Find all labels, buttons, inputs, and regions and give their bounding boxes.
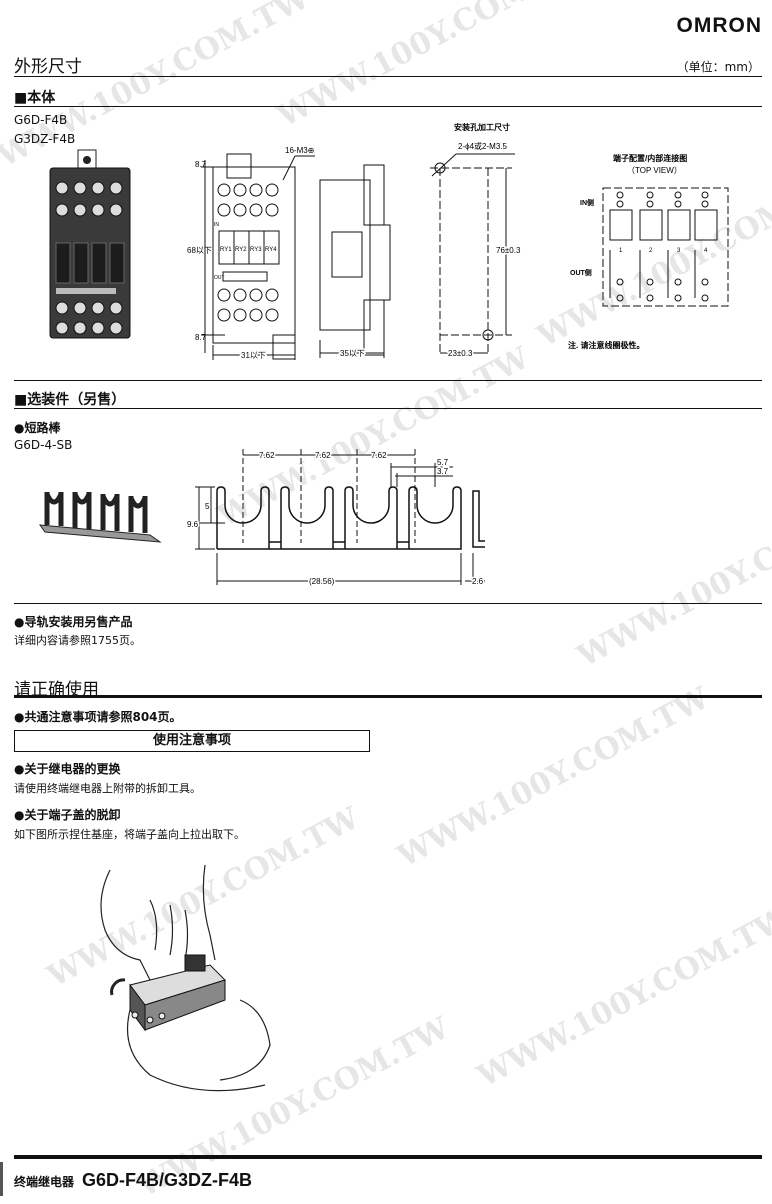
dim-height: 68以下	[187, 246, 212, 255]
short-bar-photo	[38, 492, 162, 543]
divider	[14, 408, 762, 409]
dim-outer-width: 5.7	[437, 458, 449, 467]
usage-item-title: ●关于端子盖的脱卸	[14, 808, 121, 822]
watermark: WWW.100Y.COM.TW	[572, 480, 772, 675]
rail-text: 详细内容请参照1755页。	[14, 634, 141, 647]
option-item-title: ●短路棒	[14, 421, 61, 435]
model-name: G3DZ-F4B	[14, 132, 76, 146]
hole-spec: 2-ϕ4或2-M3.5	[458, 141, 507, 151]
dim-depth: 35以下	[340, 349, 365, 358]
dim-width: 31以下	[241, 351, 266, 360]
in-label: IN	[214, 222, 219, 228]
dim-inner-width: 3.7	[437, 467, 449, 476]
relay-label: RY2	[235, 247, 247, 253]
divider	[14, 603, 762, 604]
model-name: G6D-F4B	[14, 113, 68, 127]
model-list: G6D-F4B G3DZ-F4B	[14, 111, 75, 149]
omron-logo: OMRON	[676, 14, 762, 37]
wiring-subtitle: （TOP VIEW）	[627, 166, 682, 175]
dim-pitch: 7.62	[259, 451, 275, 460]
short-bar-drawing: 7.62 7.62 7.62 5.7 3.7 5 9.6 (28.56) 2.6	[186, 449, 485, 588]
dim-pitch: 76±0.3	[496, 246, 521, 255]
dim-pitch: 7.62	[371, 451, 387, 460]
dim-bottom: 8.7	[195, 333, 207, 342]
out-side-label: OUT侧	[570, 268, 592, 277]
divider-thick	[14, 695, 762, 698]
dim-height: 9.6	[187, 520, 199, 529]
channel-number: 1	[619, 248, 623, 254]
channel-number: 4	[704, 248, 708, 254]
channel-number: 3	[677, 248, 681, 254]
usage-item-text: 请使用终端继电器上附带的拆卸工具。	[14, 782, 201, 795]
option-item-model: G6D-4-SB	[14, 438, 73, 452]
usage-item-title: ●关于继电器的更换	[14, 762, 121, 776]
side-view-drawing: 35以下	[319, 164, 391, 360]
dim-pitch: 7.62	[315, 451, 331, 460]
divider	[14, 106, 762, 107]
watermark: WWW.100Y.COM.TW	[472, 900, 772, 1095]
dim-slot-depth: 5	[205, 502, 210, 511]
section-heading-body: ■本体	[14, 90, 56, 106]
section-heading-options: ■选装件（另售）	[14, 392, 126, 408]
cover-removal-illustration	[100, 864, 271, 1092]
footer-rule	[14, 1155, 762, 1159]
wiring-note: 注. 请注意线圈极性。	[568, 340, 644, 350]
footer: 终端继电器 G6D-F4B/G3DZ-F4B	[14, 1170, 252, 1191]
precautions-box: 使用注意事项	[14, 730, 370, 752]
product-photo	[49, 149, 131, 339]
common-notice: ●共通注意事项请参照804页。	[14, 710, 182, 724]
dim-length: (28.56)	[309, 577, 335, 586]
dim-top: 8.7	[195, 160, 207, 169]
divider	[14, 380, 762, 381]
footer-model: G6D-F4B/G3DZ-F4B	[82, 1170, 253, 1190]
watermark: WWW.100Y.COM.TW	[272, 0, 596, 135]
footer-edge-mark	[0, 1162, 3, 1196]
channel-number: 2	[649, 248, 653, 254]
footer-category: 终端继电器	[14, 1175, 75, 1189]
screw-label: 16-M3⊕螺钉	[285, 145, 315, 155]
divider	[14, 76, 762, 77]
dim-thickness: 2.6	[472, 577, 484, 586]
in-side-label: IN侧	[580, 198, 594, 207]
relay-label: RY3	[250, 247, 262, 253]
relay-label: RY4	[265, 247, 277, 253]
wiring-title: 端子配置/内部连接图	[613, 153, 687, 163]
page-title: 外形尺寸	[14, 57, 82, 77]
watermark: WWW.100Y.COM.TW	[392, 680, 716, 875]
mounting-title: 安装孔加工尺寸	[454, 122, 510, 132]
wiring-diagram: 端子配置/内部连接图 （TOP VIEW） 1 2 3 4 IN侧 OUT侧 注…	[568, 153, 729, 350]
rail-title: ●导轨安装用另售产品	[14, 615, 133, 629]
mounting-hole-drawing: 安装孔加工尺寸 2-ϕ4或2-M3.5 76±0.3 23±0.3	[430, 122, 522, 360]
front-view-drawing: RY1 RY2 RY3 RY4 IN OUT 8.7 68以下 8.7 31以下…	[187, 145, 315, 362]
unit-label: （单位：mm）	[676, 60, 760, 74]
precautions-title: 使用注意事项	[152, 733, 231, 748]
dim-hole-width: 23±0.3	[448, 349, 473, 358]
out-label: OUT	[214, 275, 225, 281]
usage-item-text: 如下图所示捏住基座，将端子盖向上拉出取下。	[14, 828, 245, 841]
relay-label: RY1	[220, 247, 232, 253]
